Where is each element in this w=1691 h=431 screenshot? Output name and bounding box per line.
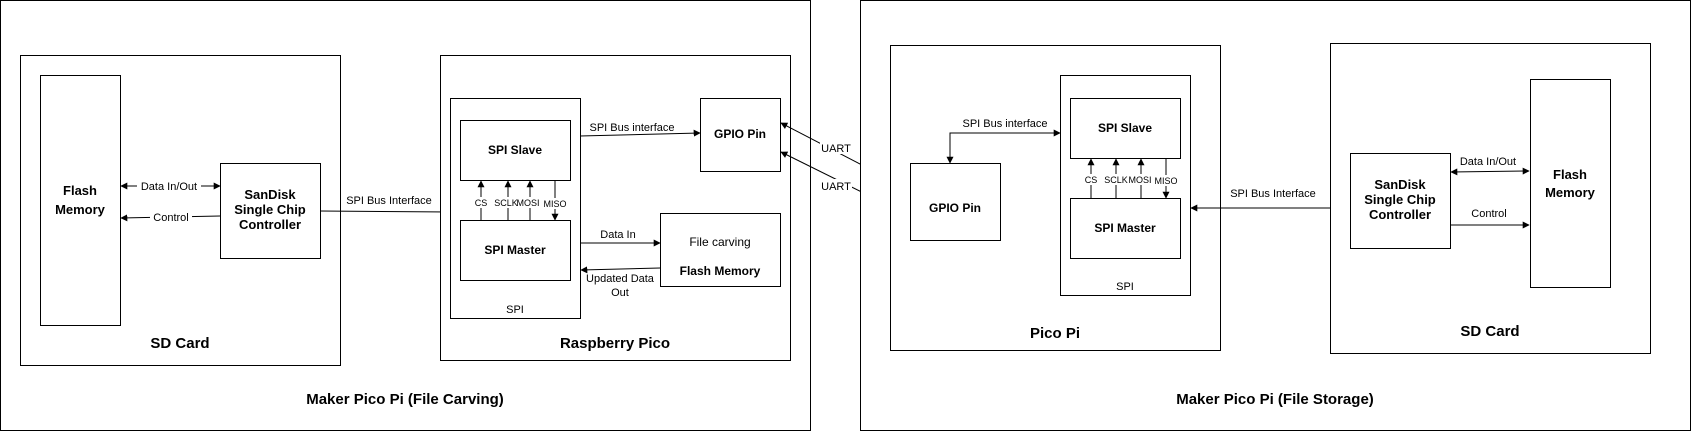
- file-carving-box: [660, 213, 781, 287]
- raspberry-pico-title: Raspberry Pico: [560, 335, 670, 352]
- right-gpio-box: [910, 163, 1001, 241]
- right-controller-label-3: Controller: [1369, 207, 1431, 222]
- left-slave-gpio-label: SPI Bus interface: [590, 122, 675, 134]
- right-control-label: Control: [1471, 208, 1506, 220]
- right-spi-master-label: SPI Master: [1094, 221, 1156, 235]
- right-mosi-label: MOSI: [1128, 175, 1151, 185]
- left-spi-bus-label: SPI Bus Interface: [346, 195, 432, 207]
- file-carving-label: File carving: [689, 235, 750, 249]
- uart-label-2: UART: [821, 181, 851, 193]
- left-spi-label: SPI: [506, 304, 524, 316]
- data-in-label: Data In: [600, 229, 635, 241]
- left-spi-bus-arrow: [319, 208, 451, 216]
- right-spi-bus-label: SPI Bus Interface: [1230, 188, 1316, 200]
- right-system-caption: Maker Pico Pi (File Storage): [1176, 391, 1374, 408]
- left-controller-label-2: Single Chip: [234, 202, 306, 217]
- left-flash-memory-label-1: Flash: [63, 183, 97, 198]
- left-gpio-label: GPIO Pin: [714, 127, 766, 141]
- right-flash-memory-label-1: Flash: [1553, 167, 1587, 182]
- right-data-label: Data In/Out: [1460, 156, 1516, 168]
- left-spi-slave-box: [460, 120, 571, 181]
- left-slave-gpio-arrow: [579, 129, 701, 137]
- right-controller-label-2: Single Chip: [1364, 192, 1436, 207]
- left-controller-label-1: SanDisk: [244, 187, 296, 202]
- right-gpio-slave-arrow: [946, 129, 1061, 164]
- right-spi-master-box: [1070, 198, 1181, 259]
- left-controller-label-3: Controller: [239, 217, 301, 232]
- right-cs-label: CS: [1085, 175, 1098, 185]
- left-spi-master-box: [460, 220, 571, 281]
- left-control-label: Control: [153, 212, 188, 224]
- right-controller-box: [1350, 153, 1451, 249]
- left-system-caption: Maker Pico Pi (File Carving): [306, 391, 504, 408]
- right-miso-label: MISO: [1154, 176, 1177, 186]
- left-mosi-label: MOSI: [516, 198, 539, 208]
- pico-pi-title: Pico Pi: [1030, 325, 1080, 342]
- right-spi-slave-label: SPI Slave: [1098, 121, 1152, 135]
- right-sd-card-title: SD Card: [1460, 323, 1519, 340]
- file-carving-flash-label: Flash Memory: [680, 264, 761, 278]
- right-sclk-label: SCLK: [1104, 175, 1128, 185]
- left-gpio-box: [700, 98, 781, 172]
- left-flash-memory-label-2: Memory: [55, 202, 106, 217]
- right-controller-label-1: SanDisk: [1374, 177, 1426, 192]
- left-spi-slave-label: SPI Slave: [488, 143, 542, 157]
- right-flash-memory-label-2: Memory: [1545, 185, 1596, 200]
- right-spi-label: SPI: [1116, 281, 1134, 293]
- left-flash-memory-box: [40, 75, 121, 326]
- updated-data-out-label-1: Updated Data: [586, 273, 655, 285]
- right-data-arrow: [1450, 167, 1530, 176]
- left-miso-label: MISO: [543, 199, 566, 209]
- updated-data-out-arrow: [580, 266, 661, 274]
- uart-label-1: UART: [821, 143, 851, 155]
- right-flash-memory-box: [1530, 79, 1611, 288]
- left-controller-box: [220, 163, 321, 259]
- right-gpio-label: GPIO Pin: [929, 201, 981, 215]
- left-sd-card-title: SD Card: [150, 335, 209, 352]
- left-sclk-label: SCLK: [494, 198, 518, 208]
- left-spi-master-label: SPI Master: [484, 243, 546, 257]
- right-spi-slave-box: [1070, 98, 1181, 159]
- left-cs-label: CS: [475, 198, 488, 208]
- right-gpio-slave-label: SPI Bus interface: [963, 118, 1048, 130]
- left-data-label: Data In/Out: [141, 181, 197, 193]
- updated-data-out-label-2: Out: [611, 287, 629, 299]
